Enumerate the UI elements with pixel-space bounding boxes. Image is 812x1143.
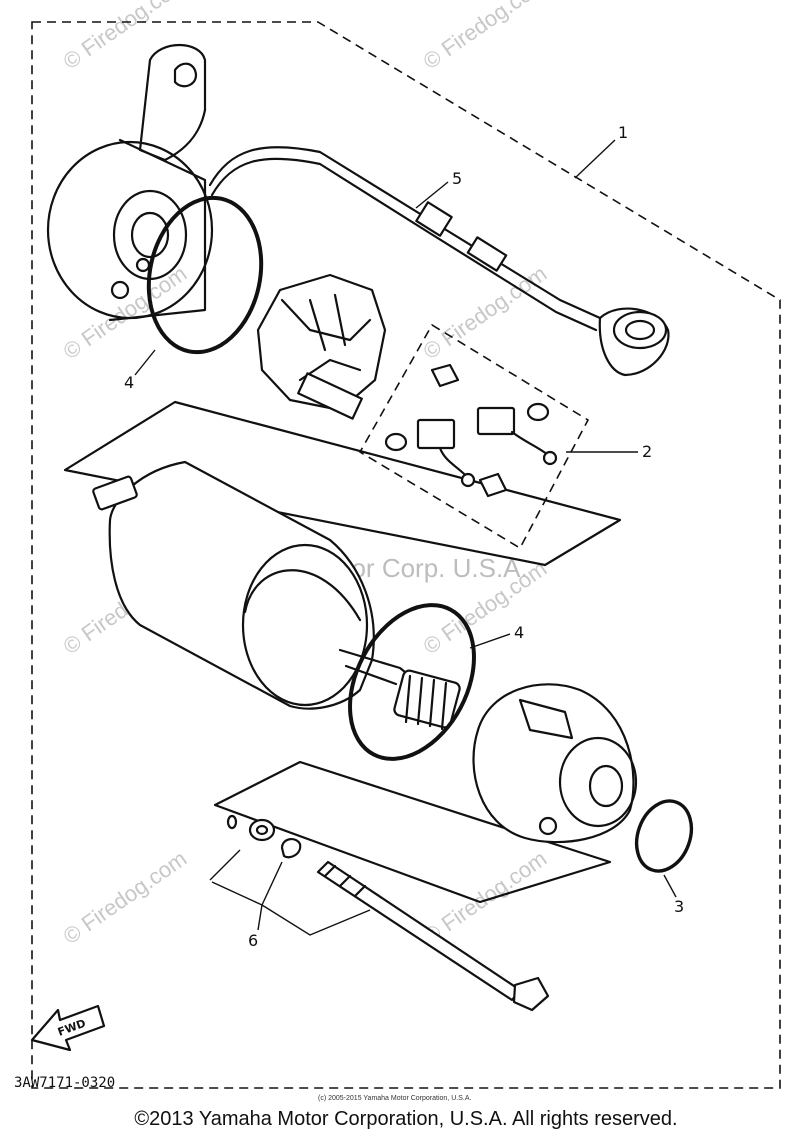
o-ring-small	[634, 799, 694, 873]
callout-4-upper: 4	[124, 373, 134, 392]
watermark-site: © Firedog.com	[419, 846, 552, 949]
footer-copyright: ©2013 Yamaha Motor Corporation, U.S.A. A…	[134, 1108, 678, 1130]
motor-yoke	[92, 460, 442, 710]
callout-labels: 1 5 4 2 4 3 6	[124, 123, 684, 950]
assembly-boundary	[31, 21, 781, 1089]
callout-1: 1	[618, 123, 628, 142]
o-ring-upper	[146, 195, 264, 355]
brush-holder	[256, 273, 387, 420]
bolt-set	[226, 814, 550, 1012]
watermark-site: © Firedog.com	[59, 261, 192, 364]
lead-wire	[208, 146, 670, 377]
brush-kit	[384, 363, 558, 498]
part-code: 3AW7171-0320	[14, 1075, 115, 1091]
watermark-site: © Firedog.com	[419, 0, 552, 74]
leader-lines	[134, 139, 677, 936]
front-cover	[472, 683, 638, 844]
armature-shaft	[393, 669, 461, 731]
watermark-site: © Firedog.com	[59, 0, 192, 74]
watermark-site: © Firedog.com	[59, 846, 192, 949]
callout-6: 6	[248, 931, 258, 950]
callout-4-middle: 4	[514, 623, 524, 642]
fwd-arrow-icon: FWD	[30, 1004, 106, 1052]
callout-2: 2	[642, 442, 652, 461]
small-copyright: (c) 2005-2015 Yamaha Motor Corporation, …	[318, 1095, 471, 1102]
o-ring-middle	[348, 603, 476, 761]
callout-5: 5	[452, 169, 462, 188]
watermark-site: © Firedog.com	[419, 261, 552, 364]
callout-3: 3	[674, 897, 684, 916]
brush-set-boundary	[358, 323, 590, 550]
rear-cover	[46, 43, 214, 322]
